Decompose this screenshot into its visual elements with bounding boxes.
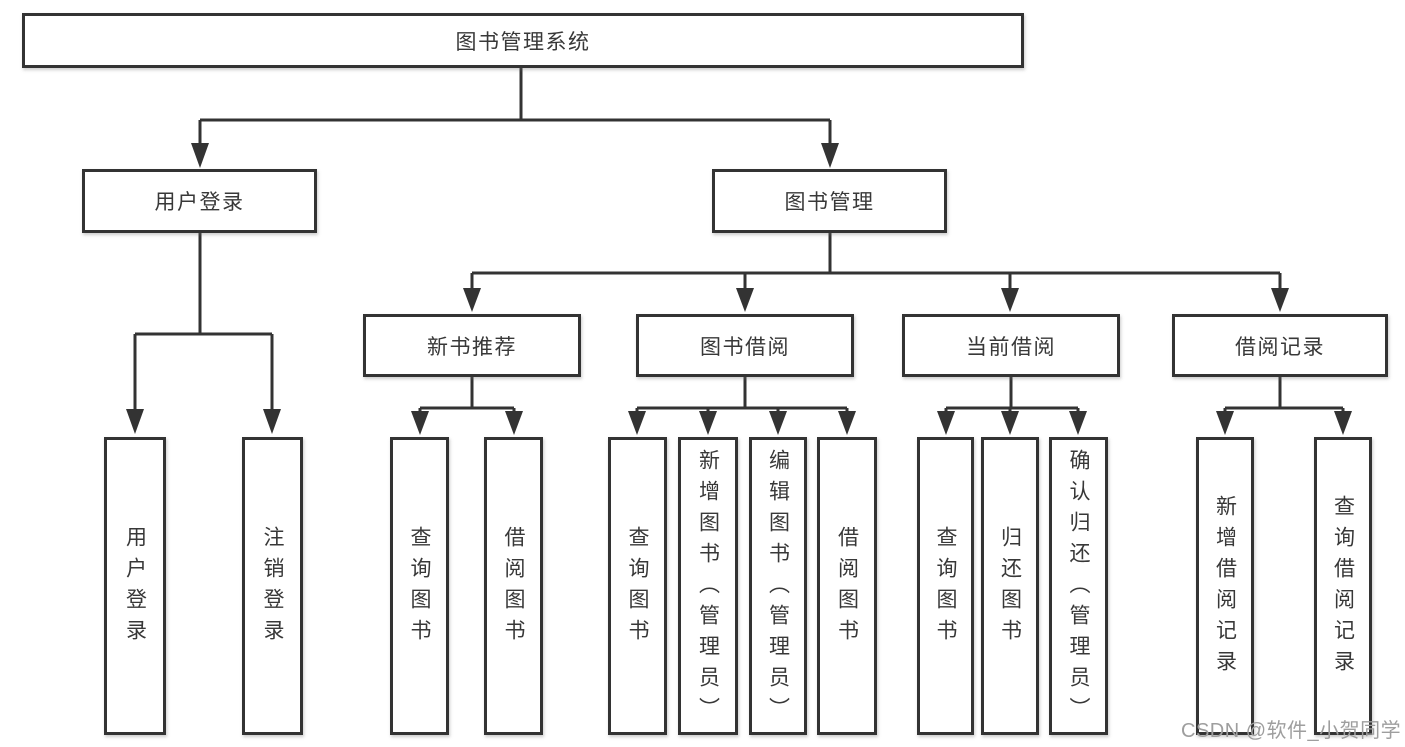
arrowhead	[821, 143, 839, 168]
leaf-br-query-record: 查询借阅记录	[1314, 437, 1372, 735]
leaf-bb-edit-books-admin: 编辑图书（管理员）	[749, 437, 807, 735]
arrowhead	[1069, 411, 1087, 435]
connector-current-borrow-children	[944, 377, 1080, 412]
arrowhead	[769, 411, 787, 435]
leaf-nb-query-books: 查询图书	[390, 437, 449, 735]
arrowhead	[1001, 411, 1019, 435]
node-borrowing-records: 借阅记录	[1172, 314, 1388, 377]
node-book-management: 图书管理	[712, 169, 947, 233]
arrowhead	[1216, 411, 1234, 435]
arrowhead	[1271, 288, 1289, 312]
leaf-bb-query-books: 查询图书	[608, 437, 667, 735]
node-new-book-recommend: 新书推荐	[363, 314, 581, 377]
arrowhead	[463, 288, 481, 312]
connector-borrow-records-children	[1223, 377, 1345, 412]
arrowhead	[191, 143, 209, 168]
arrowhead	[736, 288, 754, 312]
node-user-login: 用户登录	[82, 169, 317, 233]
arrowhead	[411, 411, 429, 435]
leaf-bb-add-books-admin: 新增图书（管理员）	[678, 437, 738, 735]
arrowhead	[505, 411, 523, 435]
leaf-user-login: 用户登录	[104, 437, 166, 735]
leaf-br-add-record: 新增借阅记录	[1196, 437, 1254, 735]
arrowhead	[1334, 411, 1352, 435]
arrowhead	[1001, 288, 1019, 312]
arrowhead	[628, 411, 646, 435]
node-book-borrowing: 图书借阅	[636, 314, 854, 377]
arrowhead	[699, 411, 717, 435]
node-current-borrowing: 当前借阅	[902, 314, 1120, 377]
node-library-system: 图书管理系统	[22, 13, 1024, 68]
connector-user-login-children	[133, 233, 274, 410]
leaf-logout: 注销登录	[242, 437, 303, 735]
connector-book-borrow-children	[635, 377, 849, 412]
connector-book-mgmt-children	[470, 233, 1282, 289]
leaf-bb-borrow-books: 借阅图书	[817, 437, 877, 735]
connector-root-to-level2	[198, 68, 832, 144]
leaf-cb-return-books: 归还图书	[981, 437, 1039, 735]
arrowhead	[838, 411, 856, 435]
csdn-watermark: CSDN @软件_小贺同学	[1181, 720, 1402, 742]
arrowhead	[263, 409, 281, 434]
leaf-cb-query-books: 查询图书	[917, 437, 974, 735]
connector-new-books-children	[418, 377, 516, 412]
arrowhead	[126, 409, 144, 434]
leaf-nb-borrow-books: 借阅图书	[484, 437, 543, 735]
arrowhead	[937, 411, 955, 435]
leaf-cb-confirm-return-admin: 确认归还（管理员）	[1049, 437, 1108, 735]
